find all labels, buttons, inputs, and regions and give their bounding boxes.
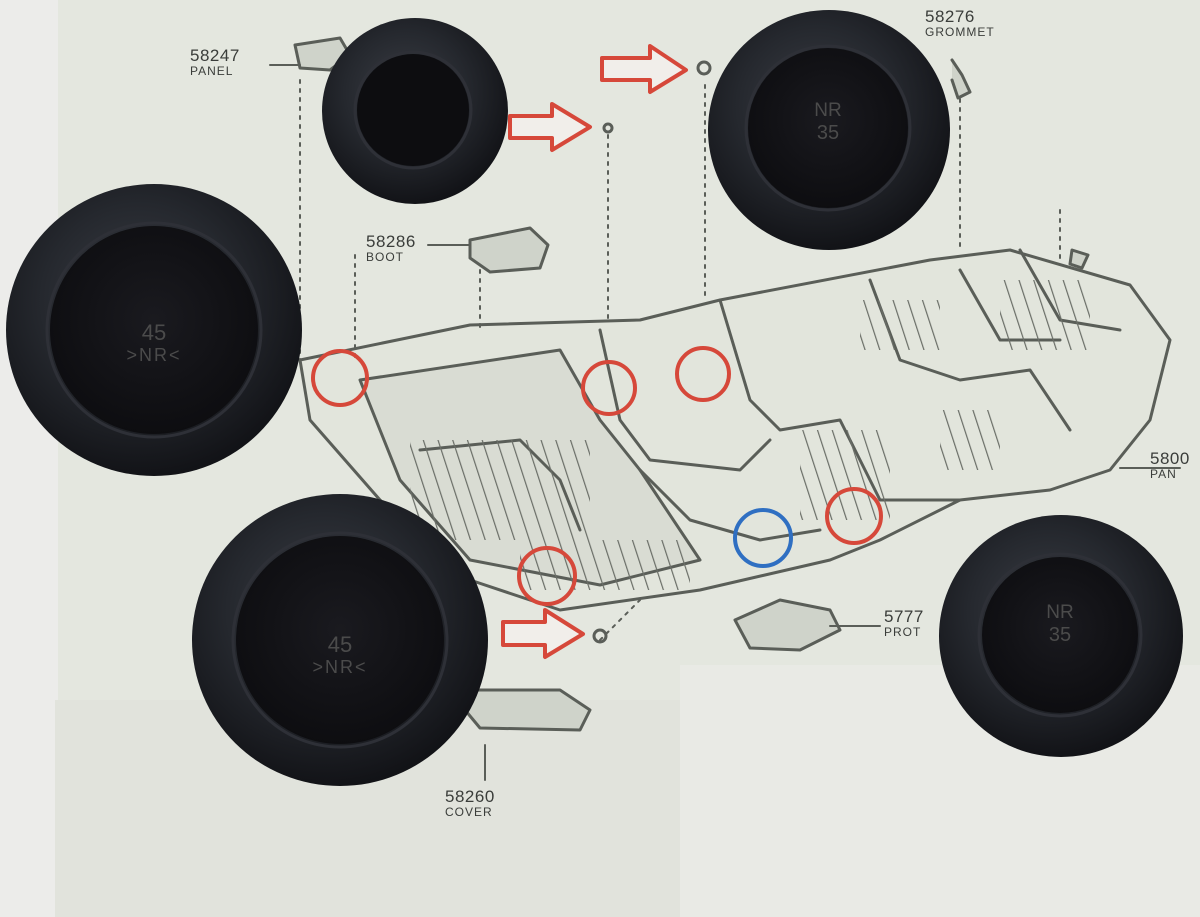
- part-number: 58247: [190, 46, 240, 65]
- stamp-code: >NR<: [312, 657, 368, 678]
- grommet-stamp: NR 35: [1020, 602, 1100, 647]
- part-label-5800: 5800 PAN: [1150, 450, 1190, 480]
- grommet-bottom-large: [192, 494, 488, 786]
- part-number: 5777: [884, 607, 924, 626]
- part-name: PROT: [884, 625, 922, 639]
- part-label-58286: 58286 BOOT: [366, 233, 416, 263]
- red-arrows: [501, 44, 688, 659]
- parts-diagram: [269, 36, 1181, 781]
- part-label-58276: 58276 GROMMET: [925, 8, 995, 38]
- part-name: PANEL: [190, 64, 234, 78]
- red-marker-circle: [581, 360, 637, 416]
- blue-marker-circle: [733, 508, 793, 568]
- stamp-size: 35: [816, 121, 840, 144]
- stamp-size: 35: [1048, 623, 1072, 646]
- arrow-bottom: [501, 608, 585, 659]
- grommet-stamp: 45 >NR<: [290, 632, 390, 678]
- grommet-small-top: [322, 18, 508, 204]
- part-label-58247: 58247 PANEL: [190, 47, 240, 77]
- part-name: GROMMET: [925, 25, 995, 39]
- red-marker-circle: [825, 487, 883, 545]
- stamp-code: NR: [1046, 602, 1074, 623]
- grommet-bottom-right: [939, 515, 1183, 757]
- red-marker-circle: [675, 346, 731, 402]
- part-label-5777: 5777 PROT: [884, 608, 924, 638]
- grommet-top-right: [708, 10, 950, 250]
- part-name: BOOT: [366, 250, 405, 264]
- stamp-code: NR: [814, 100, 842, 121]
- arrow-top-right: [600, 44, 688, 94]
- part-name: PAN: [1150, 467, 1177, 481]
- grommet-stamp: 45 >NR<: [104, 320, 204, 366]
- arrow-top-middle: [508, 102, 592, 152]
- red-marker-circle: [311, 349, 369, 407]
- part-name: COVER: [445, 805, 493, 819]
- hole-markers: [311, 346, 883, 606]
- grommet-stamp: NR 35: [788, 100, 868, 145]
- part-number: 58276: [925, 7, 975, 26]
- grommet-left-large: [6, 184, 302, 476]
- red-marker-circle: [517, 546, 577, 606]
- part-number: 58286: [366, 232, 416, 251]
- stamp-code: >NR<: [126, 345, 182, 366]
- part-label-58260: 58260 COVER: [445, 788, 495, 818]
- stamp-size: 45: [141, 320, 167, 345]
- part-number: 58260: [445, 787, 495, 806]
- stamp-size: 45: [327, 632, 353, 657]
- part-number: 5800: [1150, 449, 1190, 468]
